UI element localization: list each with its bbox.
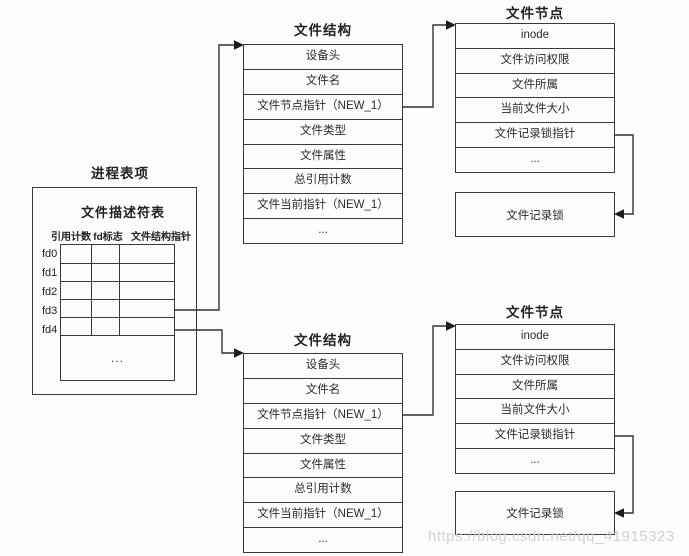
fd-table-cell bbox=[119, 245, 174, 263]
fd-table-cell bbox=[61, 299, 91, 317]
fd-table-cell bbox=[61, 263, 91, 281]
fd-table-title: 文件描述符表 bbox=[80, 205, 165, 220]
fs1-row-device-header: 设备头 bbox=[305, 50, 341, 62]
fn1-row-lock-pointer: 文件记录锁指针 bbox=[456, 122, 614, 147]
fd-row-label-3: fd3 bbox=[42, 305, 58, 317]
fd-table-cell bbox=[91, 263, 119, 281]
fs2-row-file-attr: 文件属性 bbox=[244, 452, 402, 478]
fd-col-header-refcount: 引用计数 bbox=[51, 232, 91, 243]
file-structure-1-box: 设备头 文件名 文件节点指针（NEW_1） 文件类型 文件属性 总引用计数 文件… bbox=[243, 44, 403, 244]
fs2-row-inode-pointer: 文件节点指针（NEW_1） bbox=[244, 402, 402, 428]
fn1-row-ellipsis: ... bbox=[456, 147, 614, 172]
process-table-box: 文件描述符表 引用计数 fd标志 文件结构指针 fd0 fd1 fd2 fd3 … bbox=[32, 187, 197, 395]
file-record-lock-1-box: 文件记录锁 bbox=[455, 192, 615, 237]
fd-table-cell bbox=[119, 281, 174, 299]
fd-table-cell bbox=[91, 317, 119, 335]
fs1-row-ellipsis: ... bbox=[244, 218, 402, 243]
fs2-row-current-pointer: 文件当前指针（NEW_1） bbox=[244, 502, 402, 527]
fd-row-label-4: fd4 bbox=[42, 324, 58, 336]
fd-col-header-flags: fd标志 bbox=[93, 232, 123, 243]
fd-table-grid: ... bbox=[60, 244, 175, 381]
fn1-row-size: 当前文件大小 bbox=[456, 97, 614, 122]
fs1-row-inode-pointer: 文件节点指针（NEW_1） bbox=[244, 93, 402, 119]
file-node-1-title: 文件节点 bbox=[506, 6, 564, 21]
fn2-row-access: 文件访问权限 bbox=[456, 348, 614, 374]
file-node-2-title: 文件节点 bbox=[506, 305, 564, 320]
connector-fs1-to-fn1 bbox=[403, 24, 447, 108]
watermark-text: https://blog.csdn.net/qq_41915323 bbox=[428, 528, 675, 545]
fd-table-cell bbox=[61, 281, 91, 299]
fd-table-cell bbox=[61, 245, 91, 263]
fn1-row-inode: inode bbox=[520, 29, 550, 41]
process-table-title: 进程表项 bbox=[91, 166, 149, 181]
file-node-2-box: inode 文件访问权限 文件所属 当前文件大小 文件记录锁指针 ... bbox=[455, 324, 615, 474]
fn2-row-ellipsis: ... bbox=[456, 448, 614, 473]
fd-table-cell bbox=[61, 317, 91, 335]
fs1-row-total-refcount: 总引用计数 bbox=[244, 168, 402, 193]
fd-col-header-fsptr: 文件结构指针 bbox=[131, 232, 191, 243]
connector-fn1-to-lock1 bbox=[615, 134, 634, 215]
arrowhead-lock2 bbox=[614, 508, 624, 518]
fd-table-cell bbox=[119, 263, 174, 281]
fn2-row-inode: inode bbox=[520, 330, 550, 342]
fs2-row-file-type: 文件类型 bbox=[244, 427, 402, 453]
connector-fn2-to-lock2 bbox=[615, 435, 634, 514]
fd-row-label-0: fd0 bbox=[42, 248, 58, 260]
fs2-row-ellipsis: ... bbox=[244, 527, 402, 552]
fs1-row-file-name: 文件名 bbox=[244, 68, 402, 94]
fd-row-label-1: fd1 bbox=[42, 267, 58, 279]
file-node-1-box: inode 文件访问权限 文件所属 当前文件大小 文件记录锁指针 ... bbox=[455, 23, 615, 173]
fd-table-cell bbox=[119, 317, 174, 335]
file-structure-2-box: 设备头 文件名 文件节点指针（NEW_1） 文件类型 文件属性 总引用计数 文件… bbox=[243, 353, 403, 553]
file-structure-1-title: 文件结构 bbox=[294, 23, 352, 38]
fs2-row-device-header: 设备头 bbox=[305, 359, 341, 371]
fn1-row-owner: 文件所属 bbox=[456, 72, 614, 98]
fn2-row-size: 当前文件大小 bbox=[456, 398, 614, 423]
fd-table-cell bbox=[91, 299, 119, 317]
fn2-row-lock-pointer: 文件记录锁指针 bbox=[456, 423, 614, 448]
fs1-row-file-type: 文件类型 bbox=[244, 118, 402, 144]
fd-table-cell bbox=[91, 245, 119, 263]
fs2-row-total-refcount: 总引用计数 bbox=[244, 477, 402, 502]
arrowhead-lock1 bbox=[614, 209, 624, 219]
fd-table-cell bbox=[119, 299, 174, 317]
fs1-row-file-attr: 文件属性 bbox=[244, 143, 402, 169]
fd-row-label-2: fd2 bbox=[42, 286, 58, 298]
fs2-row-file-name: 文件名 bbox=[244, 377, 402, 403]
fn1-row-access: 文件访问权限 bbox=[456, 47, 614, 73]
connector-fs2-to-fn2 bbox=[403, 325, 447, 416]
file-structure-2-title: 文件结构 bbox=[294, 333, 352, 348]
fd-table-ellipsis: ... bbox=[61, 335, 174, 380]
fs1-row-current-pointer: 文件当前指针（NEW_1） bbox=[244, 193, 402, 218]
fn2-row-owner: 文件所属 bbox=[456, 373, 614, 399]
fd-table-cell bbox=[91, 281, 119, 299]
